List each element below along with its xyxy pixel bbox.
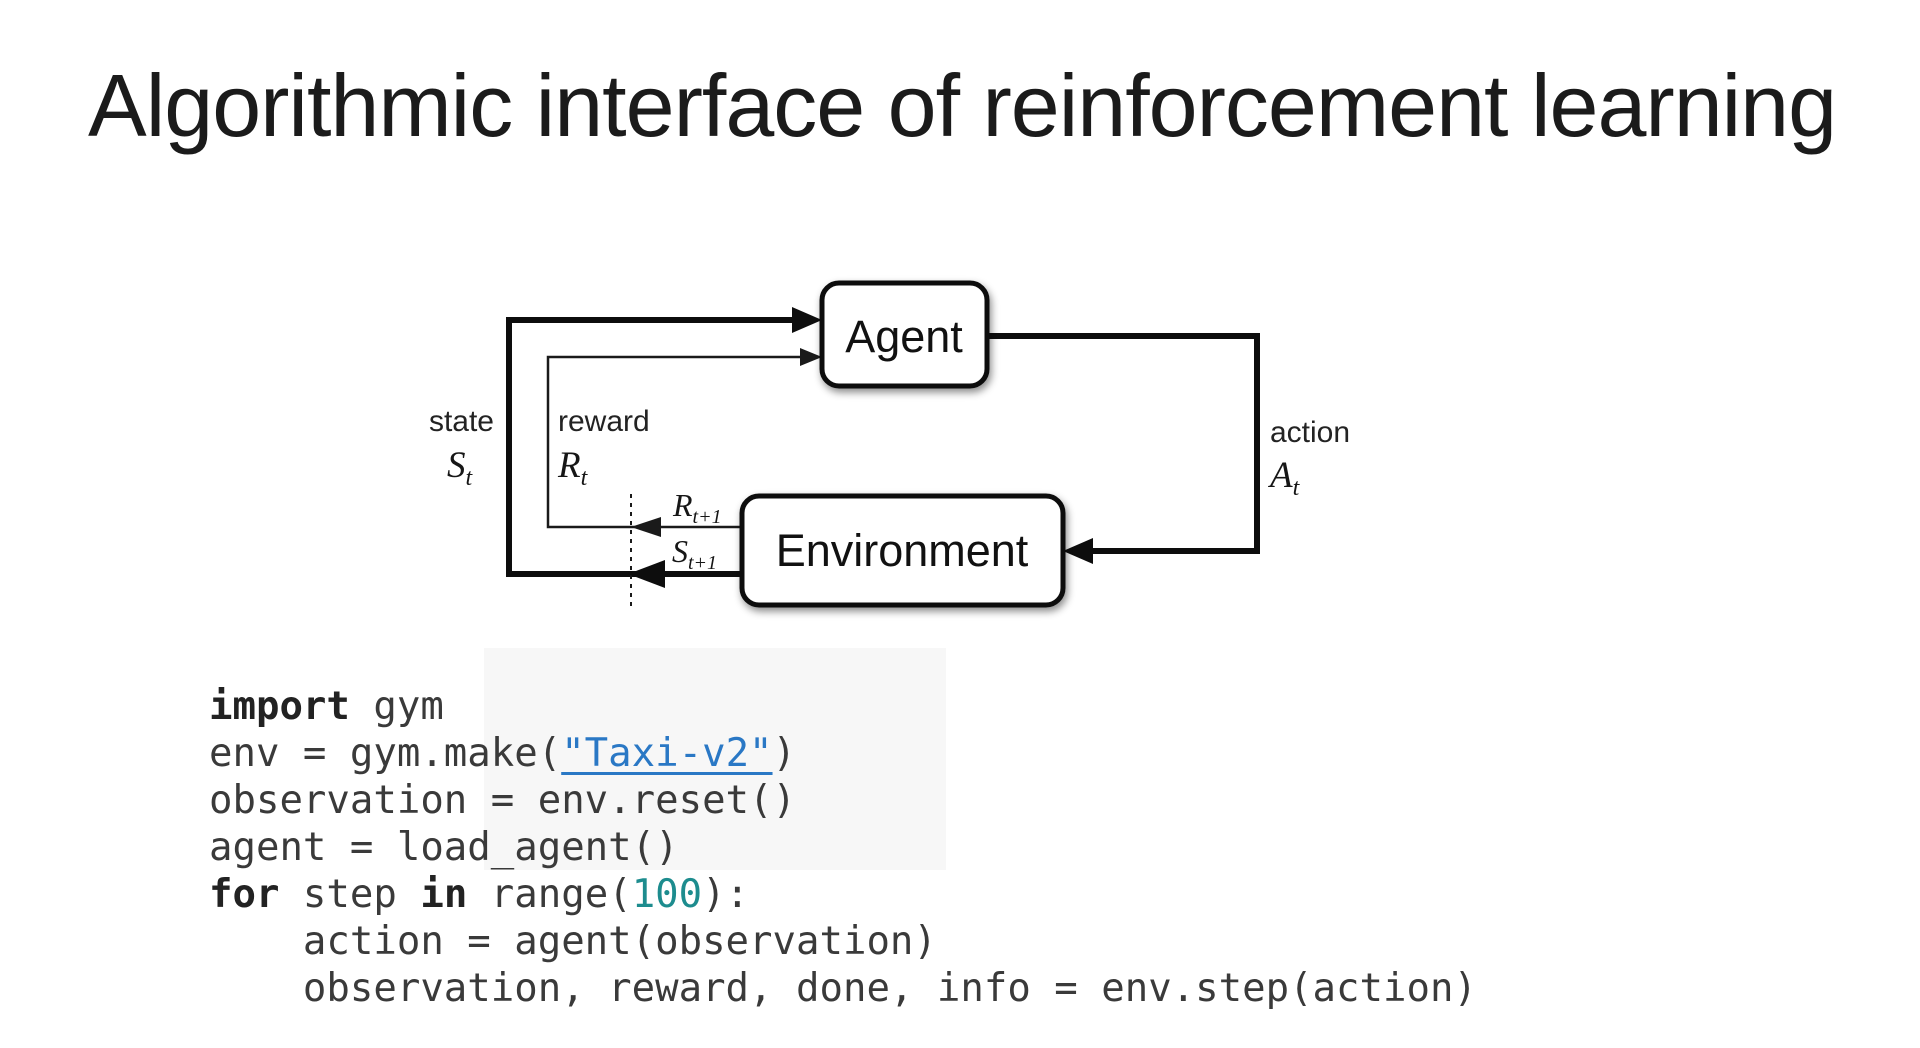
environment-box	[739, 493, 1066, 608]
next-state-symbol-subscript: t+1	[688, 552, 717, 574]
state-symbol: St	[447, 445, 474, 491]
state-symbol-base: S	[447, 445, 466, 486]
code-background-tint	[484, 648, 946, 870]
agent-label: Agent	[845, 311, 963, 362]
code-keyword: in	[420, 872, 468, 917]
reward-into-agent-arrowhead	[800, 348, 822, 366]
code-number: 100	[631, 872, 703, 917]
next-reward-symbol-subscript: t+1	[693, 506, 722, 528]
next-state-symbol-base: S	[672, 533, 688, 569]
code-line: agent = load_agent()	[209, 824, 1477, 871]
agent-box	[819, 280, 990, 389]
code-text: gym	[349, 684, 444, 729]
state-label: state	[429, 405, 494, 438]
reward-symbol: Rt	[557, 445, 589, 491]
action-flow-line	[987, 333, 1260, 554]
state-flow-line	[506, 317, 794, 577]
state-into-agent-arrowhead	[792, 307, 822, 333]
code-text: )	[772, 731, 797, 776]
next-reward-arrowhead	[631, 517, 661, 537]
action-into-environment-arrowhead	[1063, 538, 1093, 564]
environment-label: Environment	[776, 525, 1029, 576]
reward-symbol-subscript: t	[581, 465, 589, 491]
action-symbol: At	[1267, 455, 1301, 501]
next-state-arrowhead	[628, 560, 665, 588]
action-symbol-base: A	[1267, 455, 1293, 496]
code-text: ):	[702, 872, 750, 917]
code-line: observation = env.reset()	[209, 777, 1477, 824]
action-label: action	[1270, 416, 1350, 449]
code-text: env = gym.make(	[209, 731, 562, 776]
code-keyword: for	[209, 872, 280, 917]
code-keyword: import	[209, 684, 350, 729]
reward-symbol-base: R	[557, 445, 581, 486]
code-line: env = gym.make("Taxi-v2")	[209, 730, 1477, 777]
action-symbol-subscript: t	[1293, 475, 1301, 501]
code-line: for step in range(100):	[209, 871, 1477, 918]
reward-label: reward	[558, 405, 650, 438]
code-link-taxi-v2[interactable]: "Taxi-v2"	[561, 731, 773, 776]
code-text: observation, reward, done, info = env.st…	[209, 966, 1477, 1011]
code-line: action = agent(observation)	[209, 918, 1477, 965]
code-line: import gym	[209, 683, 1477, 730]
next-reward-symbol: Rt+1	[672, 487, 722, 528]
code-text: step	[279, 872, 421, 917]
code-text: agent = load_agent()	[209, 825, 679, 870]
code-line: observation, reward, done, info = env.st…	[209, 965, 1477, 1012]
state-symbol-subscript: t	[466, 465, 474, 491]
code-text: action = agent(observation)	[209, 919, 937, 964]
page-title: Algorithmic interface of reinforcement l…	[88, 56, 1837, 155]
next-state-symbol: St+1	[672, 533, 717, 574]
code-text: range(	[467, 872, 632, 917]
next-reward-symbol-base: R	[672, 487, 693, 523]
code-text: observation = env.reset()	[209, 778, 796, 823]
